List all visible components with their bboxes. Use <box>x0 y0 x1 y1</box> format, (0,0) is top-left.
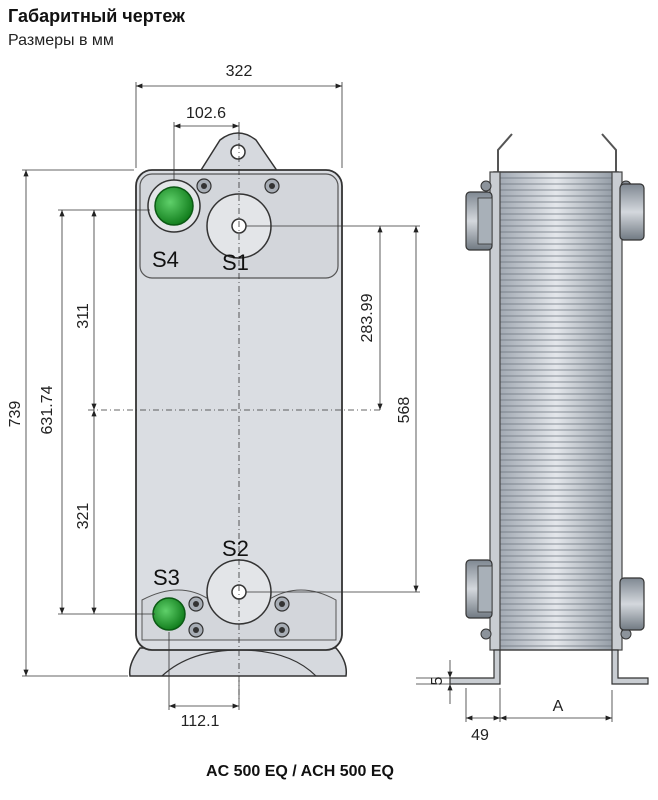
port-s4 <box>154 186 194 226</box>
dim-s1-to-center: 283.99 <box>359 293 376 342</box>
dim-port-offset-top: 102.6 <box>186 105 226 122</box>
dim-foot-offset: 49 <box>471 727 489 744</box>
label-s4: S4 <box>152 247 179 272</box>
dim-port-offset-bottom: 112.1 <box>181 713 220 730</box>
label-s3: S3 <box>153 565 180 590</box>
dim-width: 322 <box>226 63 253 80</box>
label-s2: S2 <box>222 536 249 561</box>
dim-lower-half: 321 <box>75 503 92 530</box>
front-view <box>88 130 380 700</box>
dim-s1-s2-distance: 568 <box>396 397 413 424</box>
model-caption: AC 500 EQ / ACH 500 EQ <box>206 763 394 780</box>
dim-height-total: 739 <box>7 401 24 428</box>
dim-port-distance-vertical: 631.74 <box>39 385 56 434</box>
dim-upper-half: 311 <box>75 303 92 329</box>
side-view <box>449 133 649 685</box>
page-title: Габаритный чертеж <box>8 6 185 26</box>
port-s3 <box>152 597 186 631</box>
dim-foot-height: 5 <box>429 676 446 685</box>
page-subtitle: Размеры в мм <box>8 32 114 49</box>
dim-pack-length: A <box>553 698 564 715</box>
label-s1: S1 <box>222 250 249 275</box>
